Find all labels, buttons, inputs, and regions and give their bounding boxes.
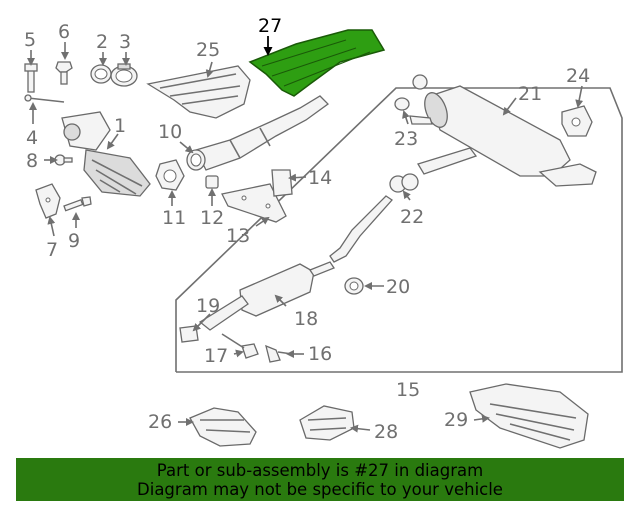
part-17-hanger [221, 333, 259, 359]
part-11-gasket [155, 159, 185, 191]
callout-25: 25 [196, 39, 220, 61]
mid-pipe [329, 147, 478, 263]
callout-15: 15 [396, 379, 420, 401]
part-18-center-muffler [198, 261, 335, 331]
callout-4: 4 [26, 127, 38, 149]
callout-leaders [27, 36, 584, 433]
part-20-hanger [344, 277, 364, 295]
part-9-bolt [63, 196, 92, 212]
callout-17: 17 [204, 345, 228, 367]
callout-5: 5 [24, 29, 36, 51]
part-8-sensor [54, 154, 73, 166]
part-4-rod [24, 94, 65, 103]
callout-12: 12 [200, 207, 224, 229]
callout-13: 13 [226, 225, 250, 247]
part-12-nut [205, 175, 219, 189]
part-notice-banner: Part or sub-assembly is #27 in diagram D… [16, 458, 624, 501]
callout-8: 8 [26, 150, 38, 172]
part-3-clamp [110, 63, 138, 87]
callout-19: 19 [196, 295, 220, 317]
part-26-heat-shield [189, 407, 257, 447]
callout-20: 20 [386, 276, 410, 298]
front-pipe [195, 95, 329, 171]
part-24-valve [561, 105, 593, 137]
part-14-hanger [271, 169, 293, 197]
part-21-muffler [409, 85, 597, 187]
callout-16: 16 [308, 343, 332, 365]
callout-14: 14 [308, 167, 332, 189]
callout-9: 9 [68, 230, 80, 252]
callout-6: 6 [58, 21, 70, 43]
part-6-bolt [55, 61, 73, 85]
banner-line-1: Part or sub-assembly is #27 in diagram [156, 461, 484, 480]
part-10-gasket [186, 149, 206, 171]
part-2-gasket [90, 64, 112, 84]
callout-3: 3 [119, 31, 131, 53]
callout-10: 10 [158, 121, 182, 143]
part-7-bracket [35, 183, 61, 219]
callout-27: 27 [258, 15, 282, 37]
part-22-clamp [389, 173, 419, 193]
part-27-heat-shield-highlighted[interactable] [248, 29, 386, 97]
part-28-heat-shield [299, 405, 355, 441]
part-1-catalytic-converter [61, 111, 151, 197]
callout-1: 1 [114, 115, 126, 137]
callout-28: 28 [374, 421, 398, 443]
callout-23: 23 [394, 128, 418, 150]
callout-11: 11 [162, 207, 186, 229]
callout-7: 7 [46, 239, 58, 261]
callout-2: 2 [96, 31, 108, 53]
callout-22: 22 [400, 206, 424, 228]
callout-21: 21 [518, 83, 542, 105]
part-29-underbody-shield [469, 383, 589, 449]
callout-18: 18 [294, 308, 318, 330]
callout-29: 29 [444, 409, 468, 431]
callout-24: 24 [566, 65, 590, 87]
assembly-outline-15 [175, 87, 623, 373]
part-13-bracket [221, 183, 287, 223]
banner-line-2: Diagram may not be specific to your vehi… [137, 480, 503, 499]
part-5-stud [24, 63, 38, 93]
callout-26: 26 [148, 411, 172, 433]
part-23-hanger [394, 74, 428, 111]
part-25-heat-shield [146, 65, 251, 119]
